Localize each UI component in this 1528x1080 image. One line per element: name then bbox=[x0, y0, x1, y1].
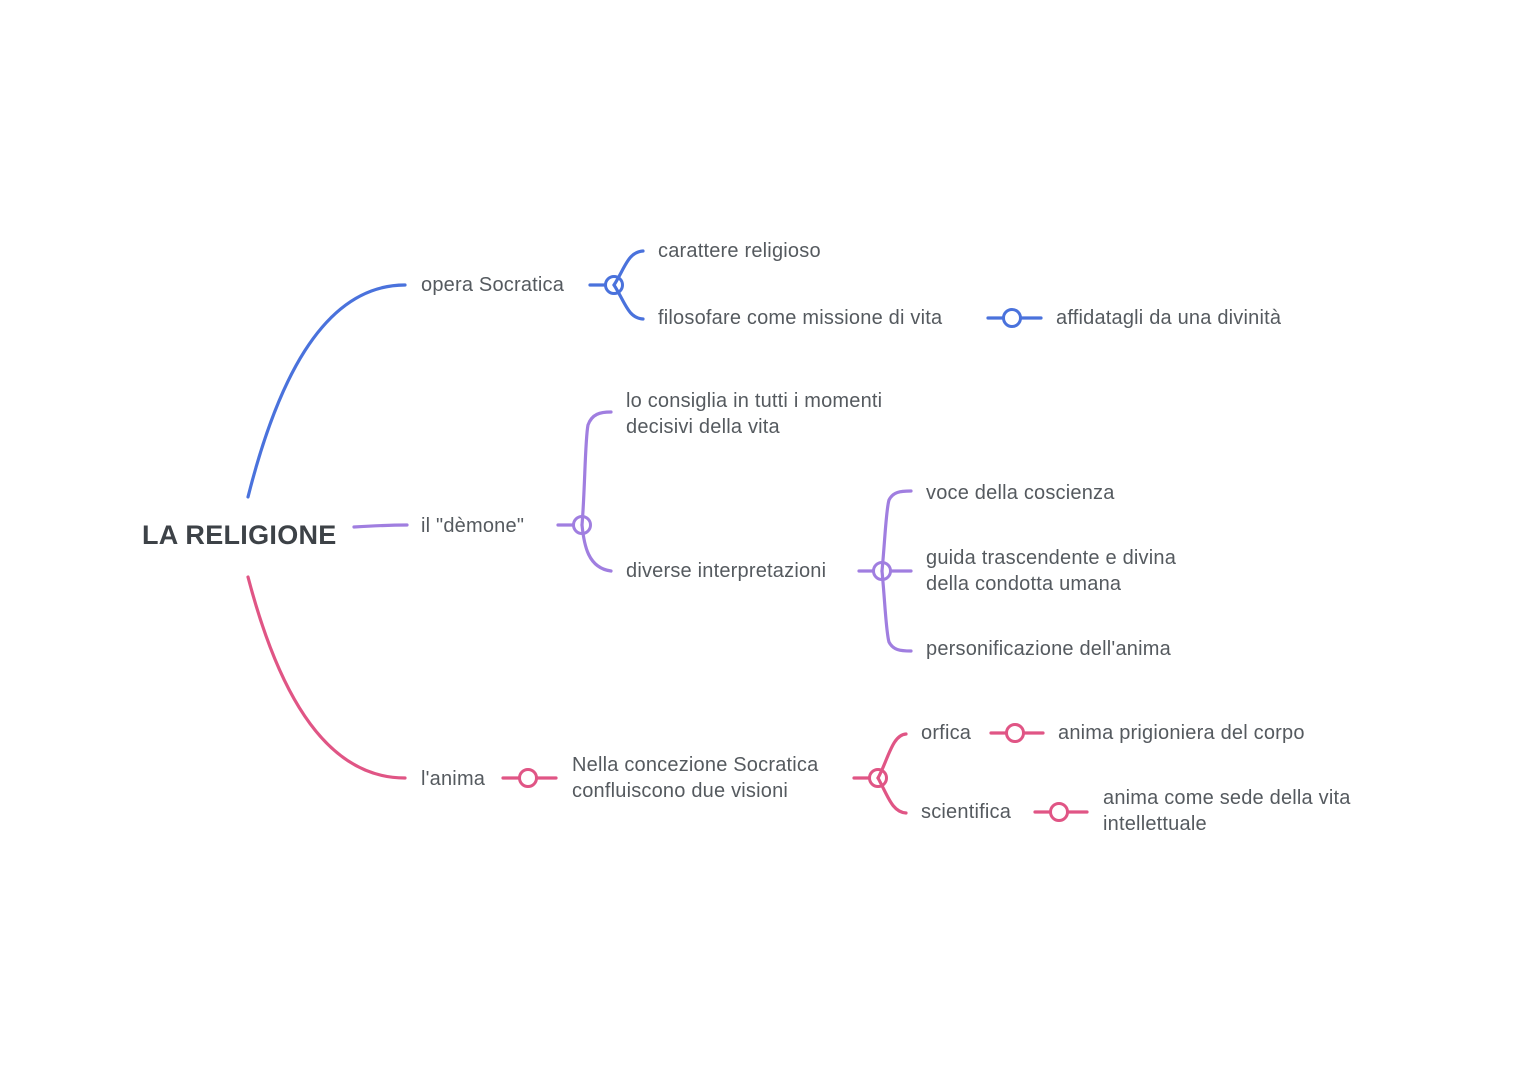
topic-guida-line-2: della condotta umana bbox=[926, 573, 1122, 595]
topic-diverse-interpretazioni[interactable]: diverse interpretazioni bbox=[626, 560, 827, 582]
topic-sede-line-2: intellettuale bbox=[1103, 813, 1207, 835]
topic-concezione-line-2: confluiscono due visioni bbox=[572, 780, 789, 802]
topic-guida-trascendente[interactable]: guida trascendente e divina della condot… bbox=[926, 545, 1176, 597]
connector-root-demone bbox=[352, 523, 409, 529]
topic-personificazione[interactable]: personificazione dell'anima bbox=[926, 638, 1171, 660]
topic-opera-socratica[interactable]: opera Socratica bbox=[421, 274, 565, 296]
connector-hub-interpretazioni bbox=[580, 523, 613, 573]
topic-concezione-line-1: Nella concezione Socratica bbox=[572, 754, 819, 776]
connector-hub-carattere bbox=[612, 249, 645, 287]
connector-hub-voce bbox=[880, 489, 913, 573]
connector-root-opera bbox=[246, 283, 407, 499]
topic-prigioniera[interactable]: anima prigioniera del corpo bbox=[1058, 722, 1305, 744]
topic-carattere-religioso[interactable]: carattere religioso bbox=[658, 240, 821, 262]
hub-filosofare bbox=[1002, 308, 1022, 328]
topic-filosofare[interactable]: filosofare come missione di vita bbox=[658, 307, 943, 329]
connector-hub-scientifica bbox=[876, 776, 908, 815]
root-topic[interactable]: LA RELIGIONE bbox=[142, 520, 337, 550]
topic-affidatagli[interactable]: affidatagli da una divinità bbox=[1056, 307, 1282, 329]
connector-hub-orfica bbox=[876, 732, 908, 780]
hub-orfica bbox=[1005, 723, 1025, 743]
topic-voce-coscienza[interactable]: voce della coscienza bbox=[926, 482, 1115, 504]
topic-scientifica[interactable]: scientifica bbox=[921, 801, 1012, 823]
topic-orfica[interactable]: orfica bbox=[921, 722, 972, 744]
topic-demone[interactable]: il "dèmone" bbox=[421, 515, 525, 537]
topic-sede-vita[interactable]: anima come sede della vita intellettuale bbox=[1103, 785, 1351, 837]
connector-root-anima bbox=[246, 575, 407, 780]
topic-consiglia[interactable]: lo consiglia in tutti i momenti decisivi… bbox=[626, 388, 882, 440]
connector-hub-consiglia bbox=[580, 410, 613, 527]
hub-scientifica bbox=[1049, 802, 1069, 822]
topic-consiglia-line-2: decisivi della vita bbox=[626, 416, 780, 438]
connector-hub-filosofare bbox=[612, 283, 645, 321]
topic-consiglia-line-1: lo consiglia in tutti i momenti bbox=[626, 390, 883, 412]
topic-guida-line-1: guida trascendente e divina bbox=[926, 547, 1177, 569]
topic-sede-line-1: anima come sede della vita bbox=[1103, 787, 1351, 809]
connector-hub-personificazione bbox=[880, 569, 913, 653]
topic-concezione-socratica[interactable]: Nella concezione Socratica confluiscono … bbox=[572, 752, 818, 804]
topic-anima[interactable]: l'anima bbox=[421, 768, 486, 790]
hub-anima bbox=[518, 768, 538, 788]
